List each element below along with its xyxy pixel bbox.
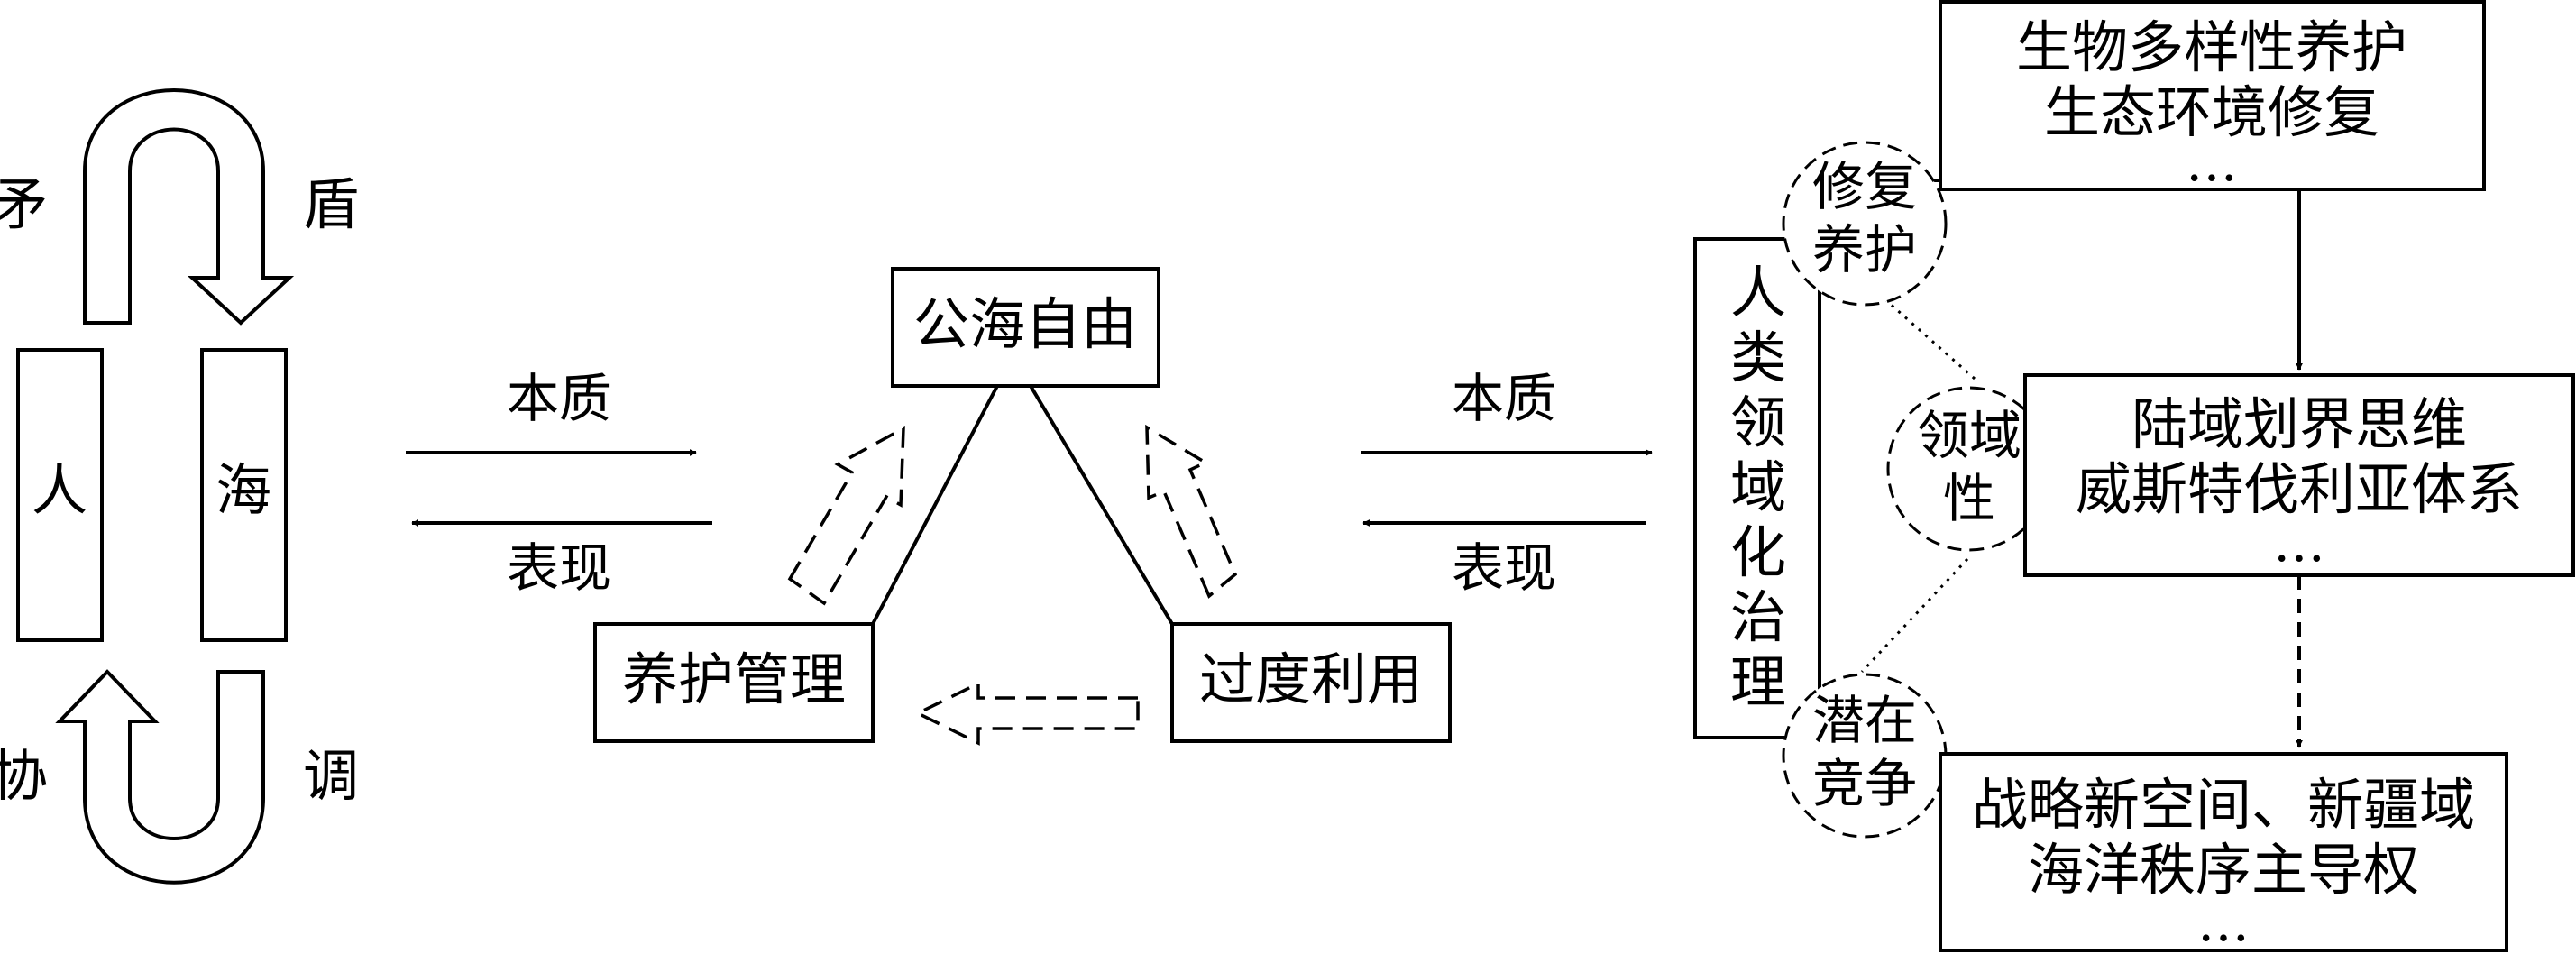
contradiction-left-label: 矛: [0, 171, 48, 237]
triangle-edge-right: [1029, 384, 1174, 626]
repair-label-1: 修复: [1812, 156, 1917, 217]
strategic-space-box: [1939, 752, 2508, 952]
essence-label-left: 本质: [507, 368, 611, 429]
triangle-edge-left: [871, 385, 999, 625]
land-thinking-box: [2023, 373, 2575, 577]
high-seas-freedom-box: [891, 267, 1160, 388]
land-thinking-line-3: …: [2273, 512, 2325, 573]
dotted-connector-upper: [1864, 280, 1976, 381]
dashed-arrow-bottom-left-outline: [914, 681, 1140, 746]
territorial-governance-char-2: 类: [1730, 325, 1786, 390]
coordination-right-label: 调: [303, 743, 359, 809]
right-arrows: 本质 表现: [1361, 368, 1653, 599]
territoriality-label-1: 领域: [1917, 405, 2021, 466]
territorial-governance-section: 人 类 领 域 化 治 理 修复 养护 领域 性 潜在 竞争 生物多样性养护 生…: [1693, 0, 2575, 953]
biodiversity-line-3: …: [2186, 132, 2238, 193]
territorial-governance-char-4: 域: [1730, 454, 1786, 520]
contradiction-right-label: 盾: [303, 171, 359, 237]
sea-box: [200, 348, 288, 642]
coordination-arrow-icon: [55, 669, 265, 885]
manifestation-label-left: 表现: [507, 537, 611, 599]
human-label: 人: [32, 457, 87, 523]
conservation-management-label: 养护管理: [622, 647, 846, 712]
left-arrows: 本质 表现: [406, 368, 712, 599]
over-exploitation-label: 过度利用: [1199, 647, 1423, 712]
manifestation-label-right: 表现: [1452, 537, 1556, 599]
dashed-arrow-left-up-icon: [787, 425, 905, 606]
territoriality-label-2: 性: [1943, 468, 1995, 529]
essence-label-right: 本质: [1452, 368, 1556, 429]
strategic-space-line-3: …: [2197, 892, 2250, 953]
competition-label-1: 潜在: [1812, 690, 1917, 751]
contradiction-arrow-icon: [83, 88, 295, 326]
biodiversity-box: [1939, 0, 2486, 191]
dashed-arrow-bottom-left-icon: [918, 696, 1136, 730]
biodiversity-line-1: 生物多样性养护: [2016, 14, 2407, 80]
land-thinking-line-1: 陆域划界思维: [2131, 391, 2467, 457]
high-seas-freedom-label: 公海自由: [913, 291, 1137, 357]
competition-label-2: 竞争: [1812, 753, 1917, 814]
land-thinking-line-2: 威斯特伐利亚体系: [2076, 456, 2523, 522]
conservation-management-box: [593, 622, 875, 743]
territorial-governance-char-5: 化: [1730, 519, 1786, 585]
repair-conservation-circle: [1782, 141, 1948, 307]
over-exploitation-box: [1170, 622, 1452, 743]
territorial-governance-char-7: 理: [1730, 649, 1786, 715]
sea-label: 海: [215, 457, 271, 523]
territorial-governance-char-1: 人: [1730, 260, 1786, 326]
territorial-governance-char-3: 领: [1730, 390, 1786, 455]
coordination-left-label: 协: [0, 743, 48, 809]
strategic-space-line-2: 海洋秩序主导权: [2028, 837, 2419, 903]
strategic-space-line-1: 战略新空间、新疆域: [1972, 772, 2475, 838]
repair-label-2: 养护: [1812, 219, 1917, 280]
triangle-section: 公海自由 养护管理 过度利用: [593, 267, 1452, 746]
biodiversity-line-2: 生态环境修复: [2044, 79, 2379, 145]
dotted-connector-lower: [1860, 557, 1969, 674]
territorial-governance-char-6: 治: [1730, 584, 1786, 650]
dashed-arrow-right-up-icon: [1145, 424, 1238, 599]
human-sea-section: 人 海 矛 盾 协 调: [0, 88, 359, 885]
human-box: [16, 348, 104, 642]
